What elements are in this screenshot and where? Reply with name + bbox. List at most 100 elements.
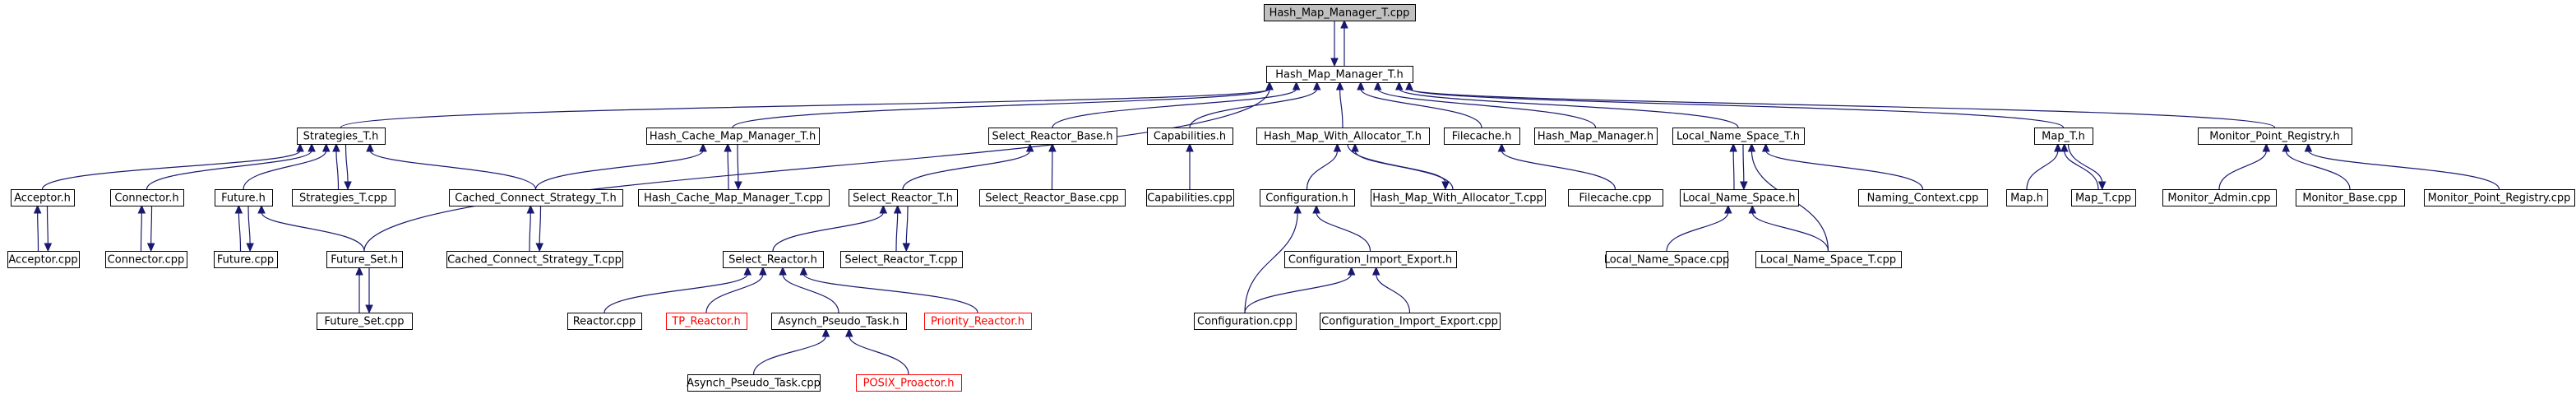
node-label: Reactor.cpp (573, 316, 636, 328)
node-strategies-cpp[interactable]: Strategies_T.cpp (292, 189, 395, 206)
node-apt-cpp[interactable]: Asynch_Pseudo_Task.cpp (687, 374, 821, 392)
node-map-th[interactable]: Map_T.h (2034, 128, 2093, 145)
node-box (297, 128, 386, 145)
node-label: Monitor_Point_Registry.cpp (2428, 193, 2571, 205)
edges-layer (33, 19, 2500, 375)
node-label: Monitor_Base.cpp (2302, 193, 2397, 205)
node-future-cpp[interactable]: Future.cpp (214, 251, 278, 268)
edge-arrowhead (365, 304, 373, 314)
node-ccs-h[interactable]: Cached_Connect_Strategy_T.h (449, 189, 623, 206)
edge-monbase_cpp-to-mpr_h (2285, 150, 2351, 190)
node-hmwa-cpp[interactable]: Hash_Map_With_Allocator_T.cpp (1371, 189, 1546, 206)
node-lns-th[interactable]: Local_Name_Space_T.h (1672, 128, 1805, 145)
node-label: Connector.h (114, 193, 178, 205)
node-hcmm-h[interactable]: Hash_Cache_Map_Manager_T.h (646, 128, 820, 145)
node-label: Acceptor.cpp (8, 254, 77, 267)
node-sr-h[interactable]: Select_Reactor.h (723, 251, 824, 268)
node-sr-th[interactable]: Select_Reactor_T.h (849, 189, 958, 206)
node-lns-h[interactable]: Local_Name_Space.h (1680, 189, 1799, 206)
edge-arrowhead (1497, 142, 1506, 152)
node-hcmm-cpp[interactable]: Hash_Cache_Map_Manager_T.cpp (638, 189, 830, 206)
node-label: Hash_Map_Manager_T.h (1275, 69, 1403, 81)
edge-arrowhead (526, 204, 535, 214)
node-box (1755, 251, 1902, 268)
node-strategies-h[interactable]: Strategies_T.h (297, 128, 386, 145)
node-monadmin-cpp[interactable]: Monitor_Admin.cpp (2162, 189, 2277, 206)
node-srb-h[interactable]: Select_Reactor_Base.h (988, 128, 1117, 145)
node-config-cpp[interactable]: Configuration.cpp (1194, 313, 1297, 330)
node-box (1284, 251, 1457, 268)
node-map-tcpp[interactable]: Map_T.cpp (2071, 189, 2136, 206)
node-future-h[interactable]: Future.h (215, 189, 273, 206)
node-label: Select_Reactor_Base.cpp (985, 193, 1119, 205)
edge-arrowhead (821, 327, 830, 337)
node-connector-h[interactable]: Connector.h (110, 189, 184, 206)
edge-map_th-to-root_h (1408, 88, 2065, 128)
edge-arrowhead (1186, 142, 1194, 152)
edge-acceptor_h-to-strategies_h (41, 150, 301, 190)
edge-lns_cpp-to-lns_h (1666, 211, 1729, 252)
node-srb-cpp[interactable]: Select_Reactor_Base.cpp (979, 189, 1126, 206)
node-box (1256, 128, 1430, 145)
node-box (326, 251, 403, 268)
node-sr-tcpp[interactable]: Select_Reactor_T.cpp (840, 251, 963, 268)
node-box (449, 189, 623, 206)
node-label: Select_Reactor_T.cpp (844, 254, 957, 267)
node-root-cpp[interactable]: Hash_Map_Manager_T.cpp (1264, 4, 1416, 21)
node-box (1534, 128, 1658, 145)
node-box (215, 189, 273, 206)
node-lns-cpp[interactable]: Local_Name_Space.cpp (1604, 251, 1729, 268)
node-box (1858, 189, 1988, 206)
edge-arrowhead (799, 266, 808, 276)
edge-arrowhead (137, 204, 146, 214)
node-config-h[interactable]: Configuration.h (1260, 189, 1355, 206)
node-map-h[interactable]: Map.h (2006, 189, 2048, 206)
node-connector-cpp[interactable]: Connector.cpp (105, 251, 187, 268)
edge-arrowhead (1333, 142, 1342, 152)
node-mpr-cpp[interactable]: Monitor_Point_Registry.cpp (2424, 189, 2575, 206)
edge-arrowhead (146, 243, 155, 253)
node-label: Hash_Map_With_Allocator_T.cpp (1372, 193, 1542, 205)
edge-arrowhead (2282, 142, 2290, 152)
node-futureset-cpp[interactable]: Future_Set.cpp (317, 313, 413, 330)
node-label: Local_Name_Space.cpp (1604, 254, 1729, 267)
edge-arrowhead (1347, 266, 1356, 276)
node-cie-h[interactable]: Configuration_Import_Export.h (1284, 251, 1457, 268)
node-naming-cpp[interactable]: Naming_Context.cpp (1858, 189, 1988, 206)
node-box (2296, 189, 2405, 206)
node-cap-cpp[interactable]: Capabilities.cpp (1146, 189, 1234, 206)
node-monbase-cpp[interactable]: Monitor_Base.cpp (2296, 189, 2405, 206)
node-ccs-cpp[interactable]: Cached_Connect_Strategy_T.cpp (446, 251, 623, 268)
edge-cie_cpp-to-cie_h (1376, 273, 1411, 313)
node-tpreactor-h[interactable]: TP_Reactor.h (666, 313, 747, 330)
node-hmm-h[interactable]: Hash_Map_Manager.h (1534, 128, 1658, 145)
edge-arrowhead (246, 243, 254, 253)
node-label: Hash_Cache_Map_Manager_T.cpp (644, 193, 823, 205)
node-prireactor-h[interactable]: Priority_Reactor.h (924, 313, 1032, 330)
node-cap-h[interactable]: Capabilities.h (1147, 128, 1233, 145)
node-apt-h[interactable]: Asynch_Pseudo_Task.h (771, 313, 907, 330)
edge-map_tcpp-to-map_th (2064, 150, 2099, 190)
node-lns-tcpp[interactable]: Local_Name_Space_T.cpp (1755, 251, 1902, 268)
edge-lns_tcpp-to-lns_h (1751, 211, 1829, 252)
node-acceptor-cpp[interactable]: Acceptor.cpp (7, 251, 80, 268)
node-root-h[interactable]: Hash_Map_Manager_T.h (1266, 66, 1413, 83)
node-mpr-h[interactable]: Monitor_Point_Registry.h (2198, 128, 2352, 145)
nodes-layer: Hash_Map_Manager_T.cppHash_Map_Manager_T… (7, 4, 2575, 392)
node-futureset-h[interactable]: Future_Set.h (326, 251, 403, 268)
node-hmwa-h[interactable]: Hash_Map_With_Allocator_T.h (1256, 128, 1430, 145)
edge-arrowhead (2054, 142, 2062, 152)
edge-ccs_h-to-hcmm_h (534, 150, 704, 190)
edge-arrowhead (234, 204, 243, 214)
node-filecache-cpp[interactable]: Filecache.cpp (1568, 189, 1663, 206)
edge-arrowhead (1761, 142, 1770, 152)
edge-arrowhead (724, 142, 732, 152)
edge-connector_h-to-strategies_h (146, 150, 312, 190)
node-acceptor-h[interactable]: Acceptor.h (11, 189, 75, 206)
node-filecache-h[interactable]: Filecache.h (1444, 128, 1520, 145)
node-reactor-cpp[interactable]: Reactor.cpp (567, 313, 642, 330)
node-posix-h[interactable]: POSIX_Proactor.h (856, 374, 962, 392)
node-cie-cpp[interactable]: Configuration_Import_Export.cpp (1320, 313, 1501, 330)
node-label: Future.h (221, 193, 266, 205)
